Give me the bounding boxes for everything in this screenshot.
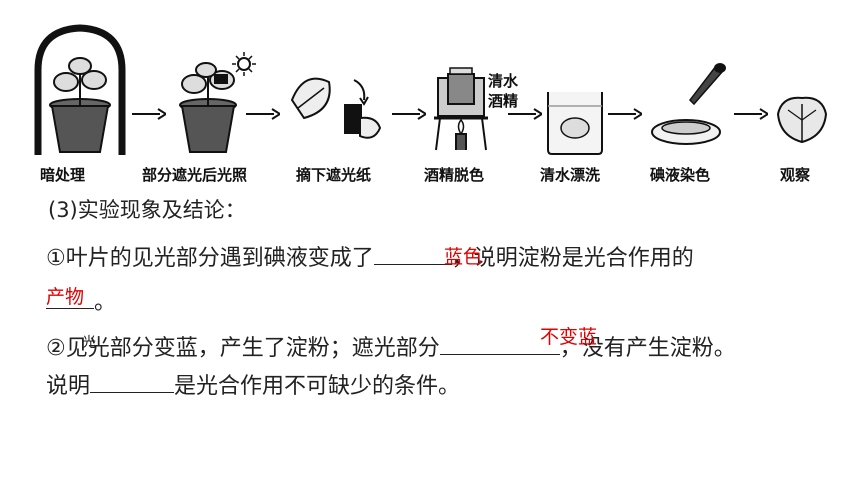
step-label: 观察 <box>780 166 811 184</box>
step-label: 摘下遮光纸 <box>296 166 372 184</box>
step-label: 碘液染色 <box>650 166 711 184</box>
dropper-dish-icon <box>651 63 726 145</box>
item1-line1: ①叶片的见光部分遇到碘液变成了 ，说明淀粉是光合作用的 <box>46 240 694 272</box>
item1-blank1 <box>373 244 452 265</box>
step-label: 部分遮光后光照 <box>142 166 248 184</box>
arrow-icon <box>608 108 642 120</box>
alcohol-bath-icon <box>434 67 488 151</box>
step-dark-treatment: 暗处理 <box>30 0 130 190</box>
arrow-icon <box>132 108 166 120</box>
step-observe: 观察 <box>772 0 842 190</box>
beaker-tag-water: 清水 <box>488 72 519 90</box>
leaf-observe-icon <box>776 96 828 144</box>
process-figure: 暗处理 部分遮光后光照 <box>0 0 860 190</box>
item2-answer1: 不变蓝 <box>540 326 598 348</box>
leaf-remove-paper-icon <box>290 77 382 139</box>
step-iodine-stain: 碘液染色 <box>646 0 736 190</box>
beaker-rinse-icon <box>547 92 603 155</box>
item2-line2-before: 说明 <box>46 374 91 399</box>
step-alcohol-decolor: 清水 酒精 酒精脱色 <box>424 0 528 190</box>
item2-line2: 说明 是光合作用不可缺少的条件。 <box>46 368 460 400</box>
item2-text-before: ②见光部分变蓝，产生了淀粉；遮光部分 <box>46 336 440 361</box>
item1-text-end: 。 <box>94 290 117 315</box>
item1-text-before: ①叶片的见光部分遇到碘液变成了 <box>46 246 374 271</box>
step-partial-shading: 部分遮光后光照 <box>142 0 278 190</box>
item1-blank2 <box>46 288 94 309</box>
step-remove-paper: 摘下遮光纸 <box>284 0 394 190</box>
step-label: 清水漂洗 <box>540 166 601 184</box>
arrow-icon <box>392 108 426 120</box>
arrow-icon <box>734 108 768 120</box>
item2-line1: ②见光部分变蓝，产生了淀粉；遮光部分 ，没有产生淀粉。 <box>46 330 736 362</box>
item1-answer1: 蓝色 <box>444 246 483 268</box>
step-label: 暗处理 <box>40 166 86 184</box>
item2-text-after: ，没有产生淀粉。 <box>559 336 736 361</box>
item2-blank1 <box>439 334 560 355</box>
sun-plant-icon <box>179 52 256 153</box>
section-heading: (3)实验现象及结论： <box>48 198 246 222</box>
beaker-tag-alcohol: 酒精 <box>488 92 519 110</box>
item2-line2-after: 是光合作用不可缺少的条件。 <box>174 374 461 399</box>
item1-answer2: 产物 <box>46 286 85 308</box>
item1-text-after: ，说明淀粉是光合作用的 <box>451 246 694 271</box>
item2-blank2 <box>90 372 175 393</box>
item1-line2: 。 <box>46 284 116 316</box>
arrow-icon <box>508 108 542 120</box>
step-label: 酒精脱色 <box>424 166 485 184</box>
arrow-icon <box>246 108 280 120</box>
step-water-rinse: 清水漂洗 <box>540 0 620 190</box>
bell-jar-plant-icon <box>34 24 126 155</box>
item2-answer2: 光 <box>82 335 96 351</box>
